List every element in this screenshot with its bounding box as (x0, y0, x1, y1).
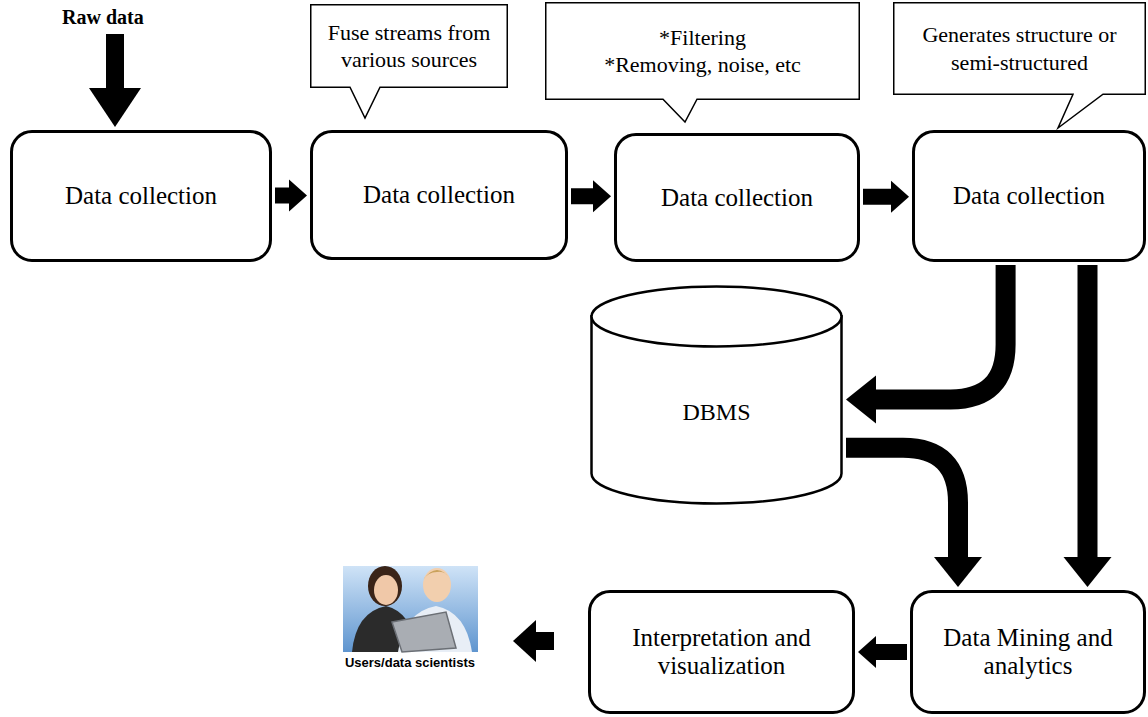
arrow-head (858, 636, 876, 668)
output-arrow (513, 620, 554, 662)
arrow-shaft (863, 189, 892, 205)
node-text: *Removing, noise, etc (604, 51, 801, 79)
arrow-shaft (875, 644, 907, 660)
input-arrow (89, 34, 141, 127)
arrow-head (593, 180, 611, 212)
arrow-shaft (1078, 265, 1098, 558)
node-text: Generates structure or semi-structured (905, 21, 1134, 76)
process-box: Data collection (614, 133, 860, 262)
process-box: Data collection (912, 130, 1146, 262)
flow-arrow (858, 636, 907, 668)
callout-outline (894, 3, 1146, 128)
node-text: Data collection (953, 182, 1105, 210)
node-text: Fuse streams from various sources (322, 19, 496, 74)
process-box: Data collection (10, 130, 272, 262)
cylinder-outline (590, 285, 843, 505)
callout-bubble: *Filtering*Removing, noise, etc (545, 2, 860, 100)
flow-arrow (1064, 265, 1112, 587)
flow-arrow (846, 448, 982, 587)
node-text: Data collection (363, 181, 515, 209)
callout-outline (546, 3, 860, 122)
callout-bubble: Fuse streams from various sources (310, 4, 508, 88)
arrow-head (934, 557, 982, 587)
arrow-head (289, 180, 307, 212)
process-box: Data collection (310, 130, 568, 260)
arrow-head (846, 375, 876, 423)
database-cylinder: DBMS (590, 285, 843, 505)
node-text: Data Mining and analytics (927, 624, 1129, 680)
callout-outline (545, 2, 860, 100)
node-text: Data collection (661, 184, 813, 212)
callout-outline (310, 4, 508, 88)
arrow-head (1064, 557, 1112, 587)
node-text: Interpretation and visualization (605, 624, 838, 680)
arrow-shaft (571, 188, 594, 204)
flow-arrow (571, 180, 611, 212)
callout-outline (893, 2, 1146, 95)
arrow-shaft (875, 265, 1006, 399)
arrow-head (891, 181, 909, 213)
arrow-shaft (846, 448, 958, 558)
process-box: Interpretation and visualization (588, 590, 855, 714)
process-box: Data Mining and analytics (910, 590, 1146, 714)
flow-arrow (863, 181, 909, 213)
node-text: *Filtering (659, 24, 746, 52)
cylinder-top (592, 287, 842, 347)
node-text: DBMS (682, 399, 750, 426)
node-text: Data collection (65, 182, 217, 210)
arrow-shaft (275, 188, 290, 204)
users-icon (343, 566, 478, 652)
flow-arrow (846, 265, 1006, 423)
callout-bubble: Generates structure or semi-structured (893, 2, 1146, 95)
actor-label: Users/data scientists (330, 655, 490, 670)
flow-arrow (275, 180, 307, 212)
input-label: Raw data (62, 6, 144, 29)
callout-outline (311, 5, 508, 118)
